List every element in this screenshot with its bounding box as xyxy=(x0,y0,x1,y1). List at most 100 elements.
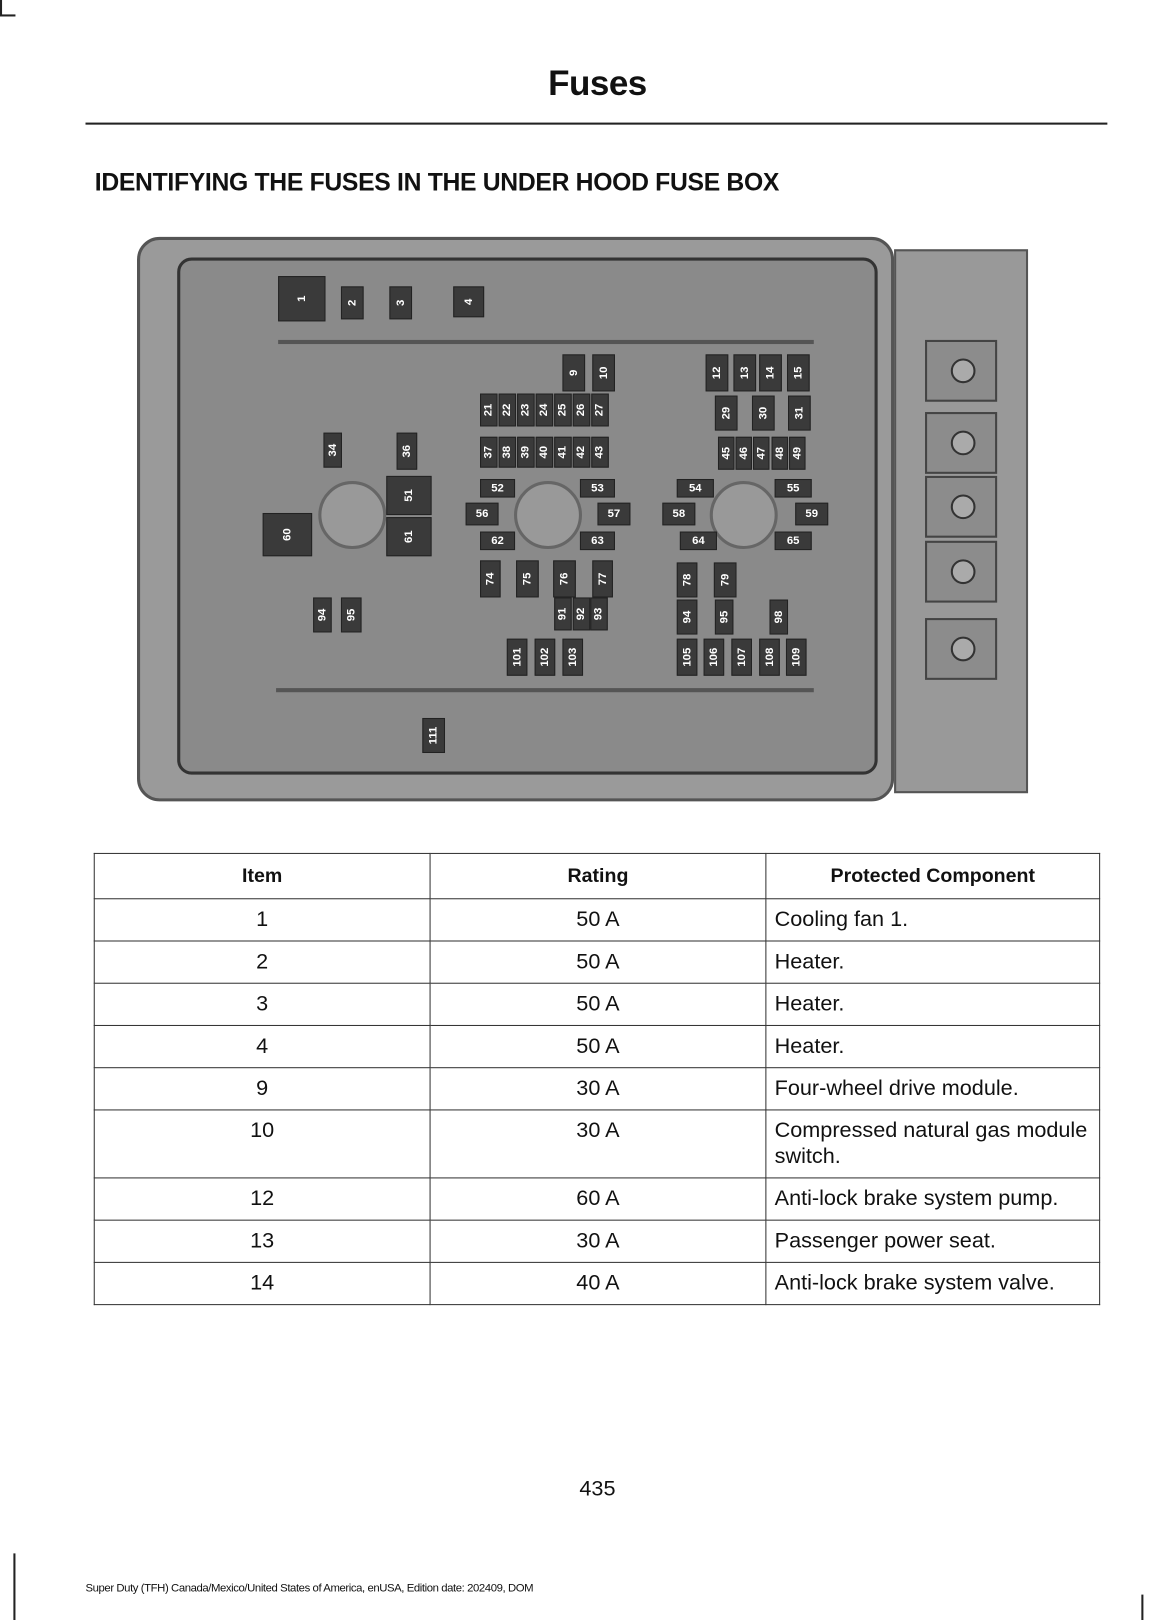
fuse-label: 94 xyxy=(316,608,329,622)
crop-mark xyxy=(0,0,3,16)
fuse-106: 106 xyxy=(703,638,725,676)
fuse-label: 36 xyxy=(400,444,414,458)
fuse-label: 21 xyxy=(482,403,495,417)
cell-item: 12 xyxy=(93,1177,431,1221)
fuse-51: 51 xyxy=(386,475,432,516)
cell-component: Cooling fan 1. xyxy=(765,898,1101,942)
cell-item: 1 xyxy=(93,898,431,942)
fuse-label: 46 xyxy=(737,446,750,460)
cell-rating: 40 A xyxy=(429,1261,767,1306)
fuse-37: 37 xyxy=(480,436,498,468)
fuse-111: 111 xyxy=(422,717,446,754)
fuse-label: 78 xyxy=(680,573,694,587)
fuse-94: 94 xyxy=(313,597,332,633)
fuse-76: 76 xyxy=(553,560,576,598)
connector-relay xyxy=(925,618,998,680)
fuse-label: 30 xyxy=(757,406,770,420)
fuse-label: 91 xyxy=(556,607,570,621)
connector-relay xyxy=(925,475,998,538)
fuse-3: 3 xyxy=(389,286,413,320)
crop-mark xyxy=(0,14,16,17)
fuse-4: 4 xyxy=(453,286,485,318)
fuse-label: 4 xyxy=(462,298,475,305)
fuse-42: 42 xyxy=(572,436,591,468)
rail xyxy=(276,688,814,693)
cell-rating: 50 A xyxy=(429,898,767,942)
fuse-79: 79 xyxy=(713,562,737,598)
fuse-label: 92 xyxy=(575,607,588,621)
fuse-label: 24 xyxy=(538,403,551,417)
cell-component: Heater. xyxy=(765,1024,1101,1069)
cell-component: Compressed natural gas module switch. xyxy=(765,1109,1101,1179)
fuse-55: 55 xyxy=(774,478,812,498)
fuse-41: 41 xyxy=(554,436,572,468)
fuse-105: 105 xyxy=(676,638,698,676)
fuse-label: 74 xyxy=(484,572,497,586)
fuse-label: 49 xyxy=(791,446,804,460)
fuse-label: 53 xyxy=(591,482,604,495)
fuse-60: 60 xyxy=(262,512,313,557)
fuse-label: 51 xyxy=(402,489,416,502)
fuse-59: 59 xyxy=(795,502,829,526)
fuse-label: 9 xyxy=(567,369,580,377)
fuse-49: 49 xyxy=(789,436,806,470)
fuse-1: 1 xyxy=(278,276,326,322)
fuse-52: 52 xyxy=(480,478,516,498)
fuse-label: 56 xyxy=(475,507,489,521)
fuse-78: 78 xyxy=(676,562,698,598)
fuse-58: 58 xyxy=(662,502,696,526)
fuse-label: 58 xyxy=(672,507,686,521)
crop-mark xyxy=(1141,1594,1144,1620)
rail xyxy=(278,339,814,345)
cell-rating: 30 A xyxy=(429,1109,767,1179)
fuse-label: 79 xyxy=(719,573,732,587)
fuse-23: 23 xyxy=(517,393,535,427)
fuse-31: 31 xyxy=(788,395,811,431)
fuse-label: 65 xyxy=(786,534,800,547)
table-header-row: Item Rating Protected Component xyxy=(93,852,1101,900)
bolt-icon xyxy=(514,481,583,550)
fuse-74: 74 xyxy=(480,560,501,598)
fuse-label: 13 xyxy=(738,366,751,380)
fuse-label: 106 xyxy=(707,647,721,667)
fuse-22: 22 xyxy=(498,393,517,427)
fuse-94: 94 xyxy=(676,599,698,635)
fuse-109: 109 xyxy=(785,638,807,676)
fuse-label: 63 xyxy=(591,534,604,547)
fuse-40: 40 xyxy=(535,436,554,468)
column-header-item: Item xyxy=(93,852,431,900)
cell-rating: 50 A xyxy=(429,982,767,1026)
fuse-label: 102 xyxy=(538,647,552,667)
fuse-label: 37 xyxy=(482,445,495,459)
fuse-53: 53 xyxy=(579,478,615,498)
fuse-label: 57 xyxy=(607,507,621,521)
cell-item: 14 xyxy=(93,1261,431,1306)
cell-component: Heater. xyxy=(765,940,1101,984)
fuse-63: 63 xyxy=(579,531,615,551)
fuse-34: 34 xyxy=(323,432,342,468)
cell-item: 10 xyxy=(93,1109,431,1179)
fuse-label: 52 xyxy=(491,482,504,495)
fuse-label: 1 xyxy=(295,295,308,302)
fuse-27: 27 xyxy=(591,393,609,427)
fuse-label: 95 xyxy=(345,608,358,622)
cell-item: 13 xyxy=(93,1219,431,1263)
fuse-label: 27 xyxy=(593,403,607,417)
connector-relay xyxy=(925,540,998,603)
fuse-98: 98 xyxy=(769,599,789,635)
title-divider xyxy=(85,122,1108,125)
fuse-label: 40 xyxy=(538,445,551,459)
cell-component: Anti-lock brake system pump. xyxy=(765,1177,1101,1221)
fuse-30: 30 xyxy=(751,395,775,431)
fuse-label: 98 xyxy=(772,610,785,624)
fuse-label: 93 xyxy=(592,607,606,621)
fuse-label: 95 xyxy=(717,610,731,624)
fuse-label: 94 xyxy=(680,610,694,624)
fuse-64: 64 xyxy=(679,531,717,551)
fuse-25: 25 xyxy=(554,393,572,427)
fuse-56: 56 xyxy=(465,502,499,526)
cell-component: Heater. xyxy=(765,982,1101,1026)
fuse-24: 24 xyxy=(535,393,554,427)
bolt-icon xyxy=(709,481,778,550)
